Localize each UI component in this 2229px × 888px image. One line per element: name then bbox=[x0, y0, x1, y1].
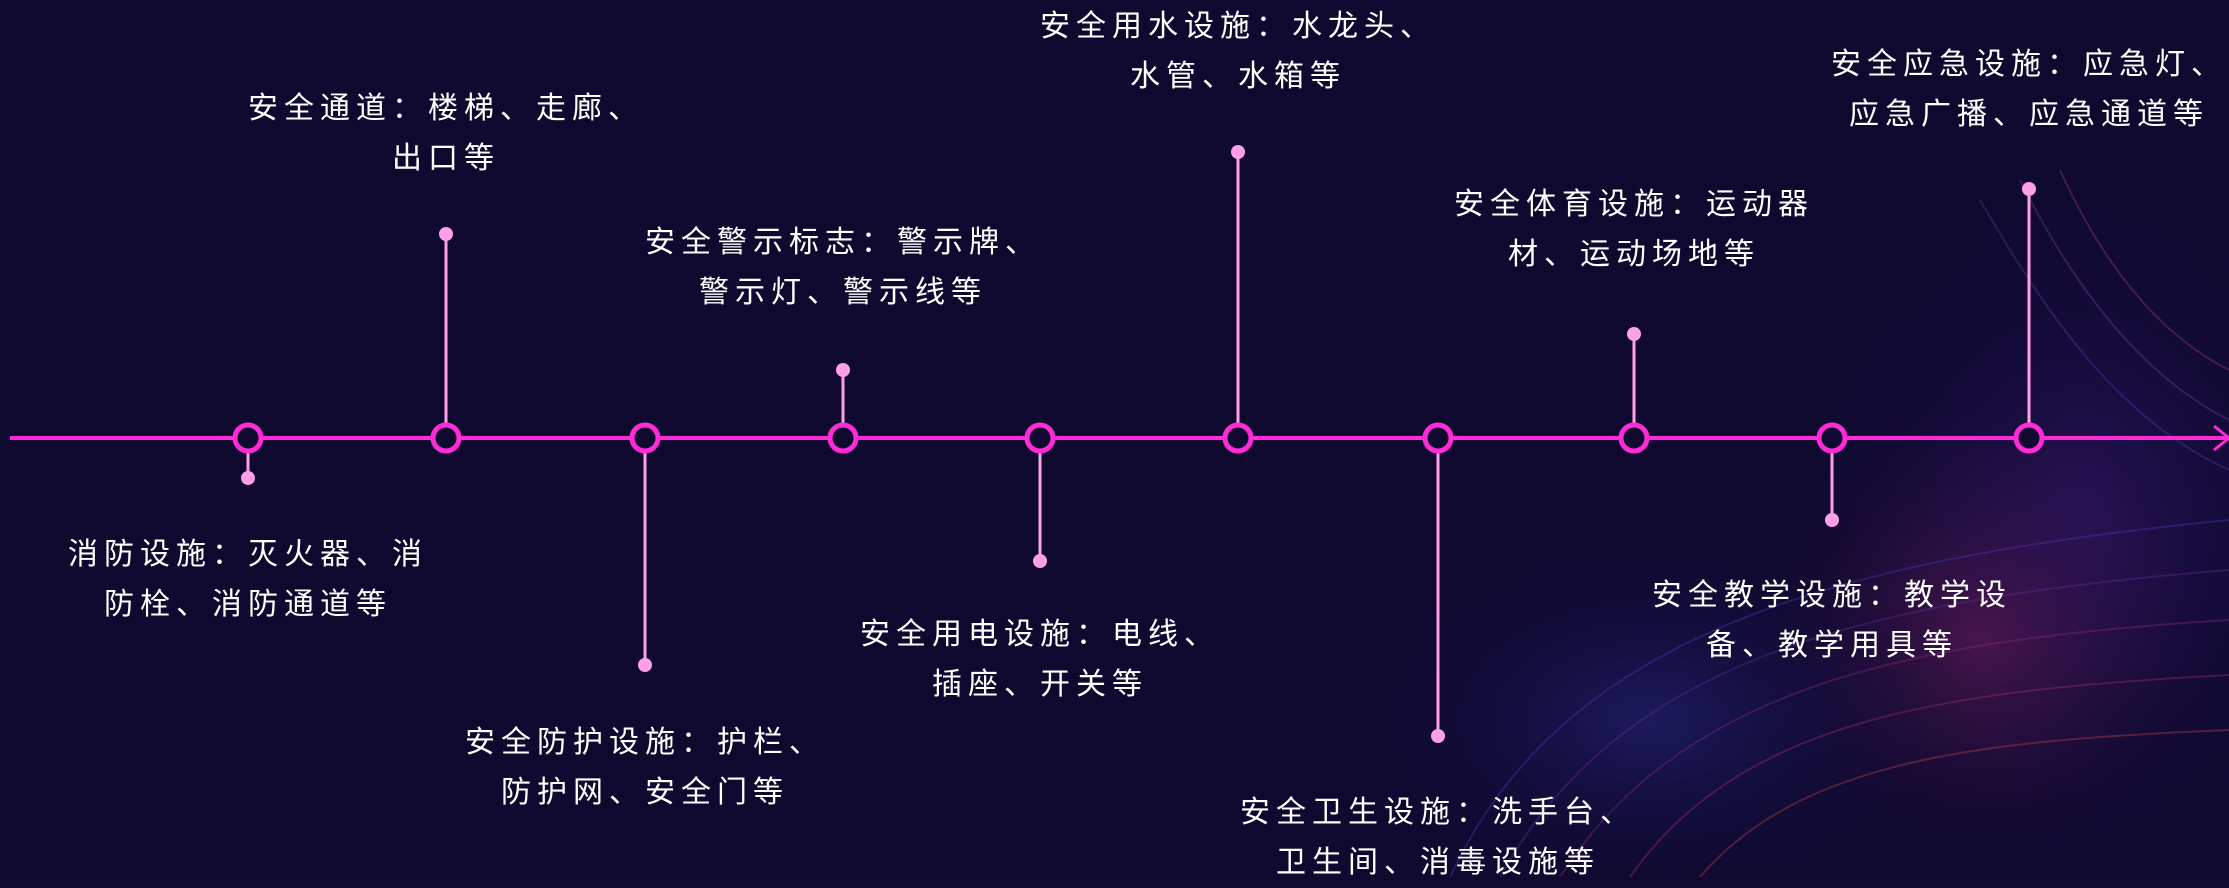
timeline-label-10-line2: 应急广播、应急通道等 bbox=[1849, 97, 2209, 132]
connector-pin-5 bbox=[1033, 554, 1047, 568]
timeline-node-6 bbox=[1222, 422, 1254, 454]
connector-pin-8 bbox=[1627, 327, 1641, 341]
timeline-label-7: 安全卫生设施：洗手台、 卫生间、消毒设施等 bbox=[1240, 788, 1636, 888]
timeline-label-2-line1: 安全通道：楼梯、走廊、 bbox=[248, 91, 644, 126]
timeline-label-2-line2: 出口等 bbox=[392, 141, 500, 176]
timeline-label-1-line1: 消防设施：灭火器、消 bbox=[68, 537, 428, 572]
timeline-label-1: 消防设施：灭火器、消 防栓、消防通道等 bbox=[68, 530, 428, 630]
connector-stems bbox=[241, 145, 2036, 743]
timeline-label-4-line2: 警示灯、警示线等 bbox=[699, 275, 987, 310]
timeline-nodes bbox=[232, 422, 2045, 454]
timeline-node-10 bbox=[2013, 422, 2045, 454]
timeline-label-10: 安全应急设施：应急灯、 应急广播、应急通道等 bbox=[1831, 40, 2227, 140]
connector-pin-3 bbox=[638, 658, 652, 672]
timeline-label-9-line1: 安全教学设施：教学设 bbox=[1652, 578, 2012, 613]
timeline-node-9 bbox=[1816, 422, 1848, 454]
timeline-label-3-line1: 安全防护设施：护栏、 bbox=[465, 725, 825, 760]
timeline-label-8-line1: 安全体育设施：运动器 bbox=[1454, 187, 1814, 222]
timeline-label-5-line2: 插座、开关等 bbox=[932, 667, 1148, 702]
timeline-node-1 bbox=[232, 422, 264, 454]
timeline-label-4-line1: 安全警示标志：警示牌、 bbox=[645, 225, 1041, 260]
timeline-node-3 bbox=[629, 422, 661, 454]
timeline-label-2: 安全通道：楼梯、走廊、 出口等 bbox=[248, 84, 644, 184]
timeline-label-3-line2: 防护网、安全门等 bbox=[501, 775, 789, 810]
timeline-label-8: 安全体育设施：运动器 材、运动场地等 bbox=[1454, 180, 1814, 280]
timeline-node-8 bbox=[1618, 422, 1650, 454]
timeline-label-3: 安全防护设施：护栏、 防护网、安全门等 bbox=[465, 718, 825, 818]
timeline-label-7-line1: 安全卫生设施：洗手台、 bbox=[1240, 795, 1636, 830]
timeline-arrow-head bbox=[2213, 424, 2229, 452]
timeline-node-7 bbox=[1422, 422, 1454, 454]
connector-pin-4 bbox=[836, 363, 850, 377]
timeline-label-10-line1: 安全应急设施：应急灯、 bbox=[1831, 47, 2227, 82]
timeline-label-5: 安全用电设施：电线、 插座、开关等 bbox=[860, 610, 1220, 710]
timeline-label-4: 安全警示标志：警示牌、 警示灯、警示线等 bbox=[645, 218, 1041, 318]
timeline-label-9-line2: 备、教学用具等 bbox=[1706, 628, 1958, 663]
timeline-label-8-line2: 材、运动场地等 bbox=[1508, 237, 1760, 272]
timeline-label-1-line2: 防栓、消防通道等 bbox=[104, 587, 392, 622]
connector-pin-10 bbox=[2022, 182, 2036, 196]
background-decoration bbox=[1330, 160, 2229, 888]
timeline-label-6-line1: 安全用水设施：水龙头、 bbox=[1040, 9, 1436, 44]
timeline-label-7-line2: 卫生间、消毒设施等 bbox=[1276, 845, 1600, 880]
timeline-label-6-line2: 水管、水箱等 bbox=[1130, 59, 1346, 94]
timeline-node-4 bbox=[827, 422, 859, 454]
connector-pin-9 bbox=[1825, 513, 1839, 527]
connector-pin-6 bbox=[1231, 145, 1245, 159]
connector-pin-7 bbox=[1431, 729, 1445, 743]
timeline-label-5-line1: 安全用电设施：电线、 bbox=[860, 617, 1220, 652]
timeline-node-2 bbox=[430, 422, 462, 454]
timeline-node-5 bbox=[1024, 422, 1056, 454]
timeline-label-6: 安全用水设施：水龙头、 水管、水箱等 bbox=[1040, 2, 1436, 102]
connector-pin-2 bbox=[439, 227, 453, 241]
timeline-label-9: 安全教学设施：教学设 备、教学用具等 bbox=[1652, 571, 2012, 671]
connector-pin-1 bbox=[241, 471, 255, 485]
